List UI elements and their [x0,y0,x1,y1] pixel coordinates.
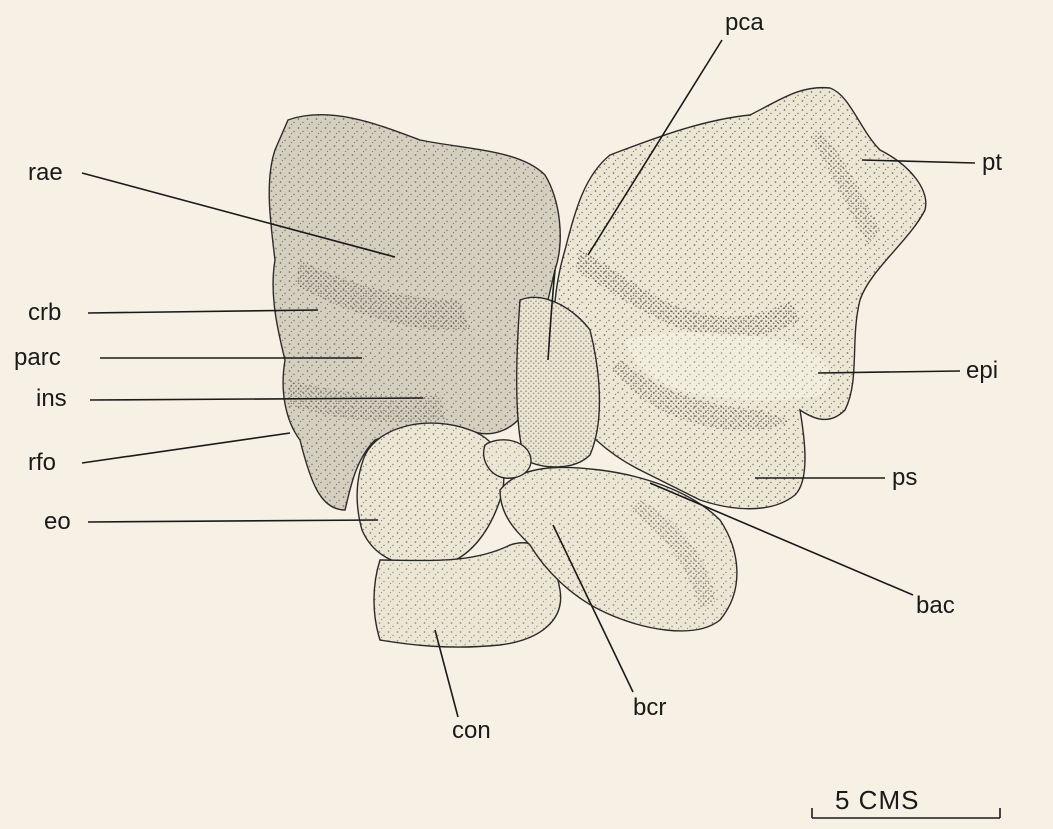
label-rae: rae [28,159,63,186]
skull-specimen [269,88,926,647]
label-con: con [452,717,491,744]
label-ps: ps [892,464,917,491]
label-parc: parc [14,344,61,371]
scale-bar-label: 5 CMS [835,785,919,815]
label-crb: crb [28,299,61,326]
scale-bar: 5 CMS [812,785,1000,818]
label-rfo: rfo [28,449,56,476]
leader-eo [88,520,378,522]
leader-rfo [82,433,290,463]
label-epi: epi [966,357,998,384]
label-pt: pt [982,149,1002,176]
label-pca: pca [725,9,764,36]
label-ins: ins [36,385,67,412]
label-bac: bac [916,592,955,619]
label-bcr: bcr [633,694,666,721]
label-eo: eo [44,508,71,535]
